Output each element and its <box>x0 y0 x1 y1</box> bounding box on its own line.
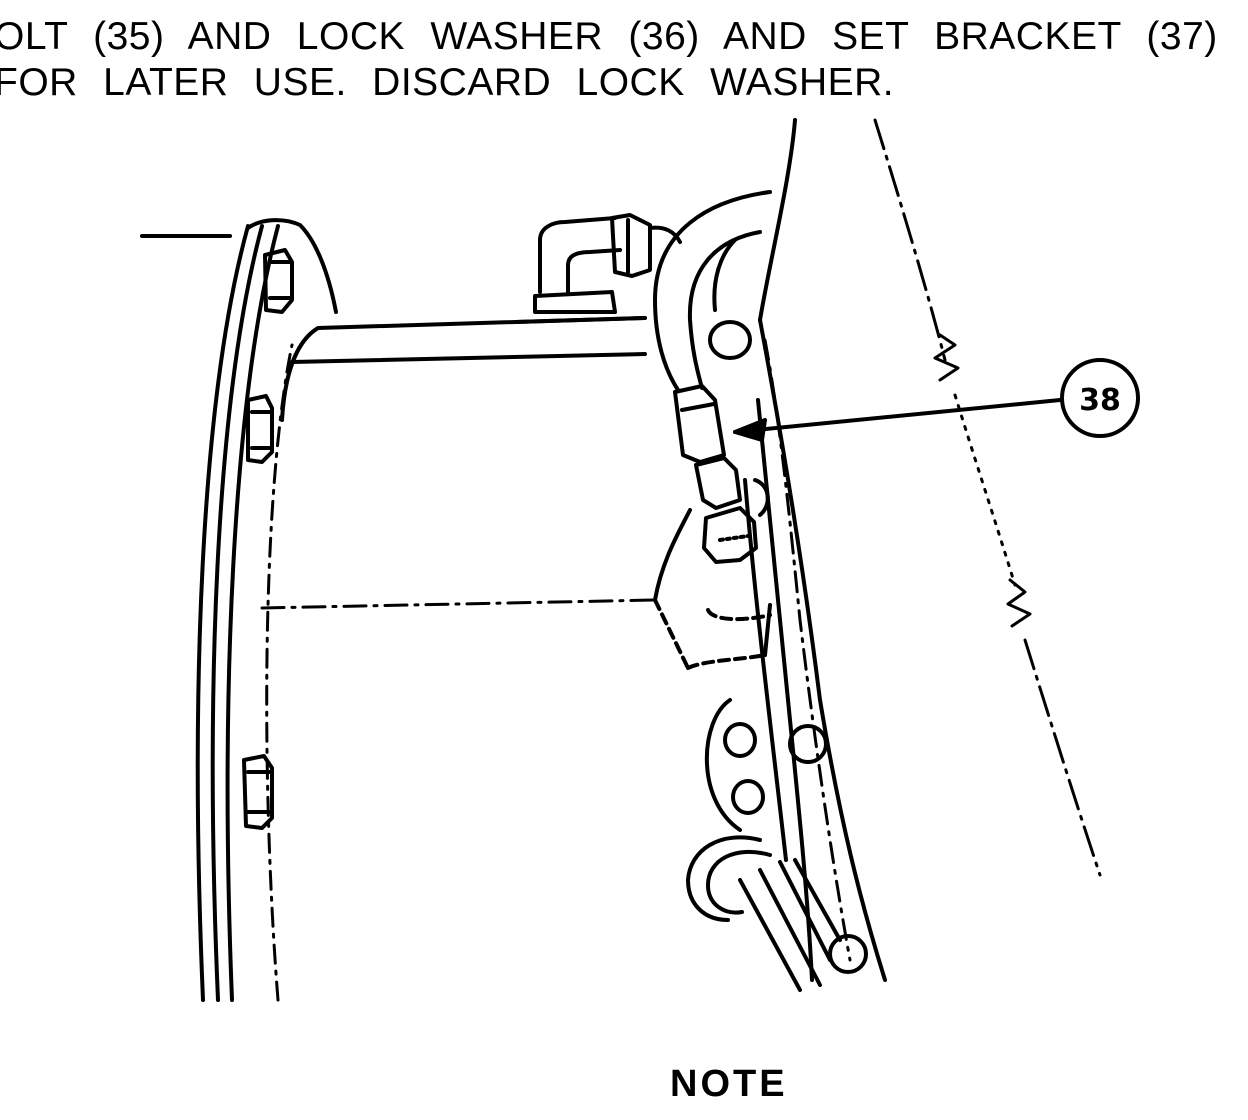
hose-fitting <box>673 384 770 564</box>
bracket <box>653 508 772 670</box>
note-heading: NOTE <box>670 1063 788 1105</box>
callout-number: 38 <box>1079 383 1121 418</box>
elbow-fitting <box>533 213 682 314</box>
instruction-text-line-2: FOR LATER USE. DISCARD LOCK WASHER. <box>0 61 895 104</box>
top-plate <box>280 316 647 422</box>
callout <box>733 358 1140 442</box>
instruction-text-line-1: OLT (35) AND LOCK WASHER (36) AND SET BR… <box>0 15 1218 58</box>
wall-holes <box>704 320 868 974</box>
alignment-line <box>260 598 657 610</box>
housing-wall <box>743 118 887 982</box>
break-lines <box>873 118 1102 877</box>
hose <box>653 190 772 392</box>
grommet-cable <box>686 835 842 992</box>
flange-nuts <box>242 248 294 830</box>
